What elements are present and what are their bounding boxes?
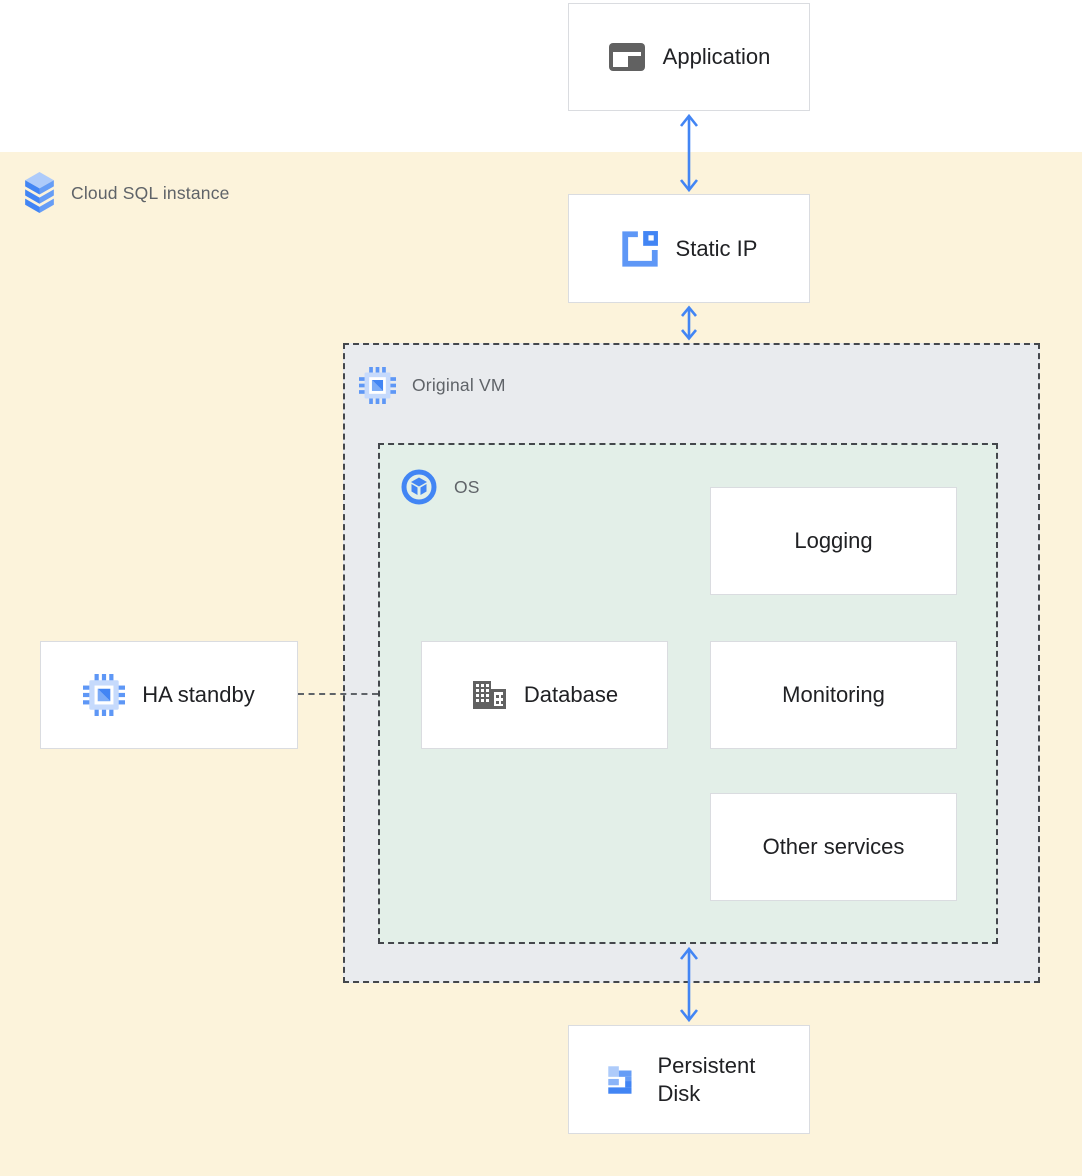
persistent-disk-node: Persistent Disk	[568, 1025, 810, 1134]
original-vm-label: Original VM	[359, 367, 506, 404]
other-services-label: Other services	[762, 834, 905, 859]
monitoring-label: Monitoring	[782, 682, 885, 707]
arrow-static-ip-vm	[677, 305, 701, 341]
dashed-link-ha-standby	[298, 693, 378, 695]
other-services-node: Other services	[710, 793, 957, 901]
database-node: Database	[421, 641, 668, 749]
static-ip-node: Static IP	[568, 194, 810, 303]
monitoring-node: Monitoring	[710, 641, 957, 749]
logging-node: Logging	[710, 487, 957, 595]
ha-standby-node: HA standby	[40, 641, 298, 749]
arrow-application-static-ip	[677, 113, 701, 193]
original-vm-text: Original VM	[412, 375, 506, 395]
cloud-sql-icon	[24, 172, 55, 214]
os-label: OS	[400, 468, 480, 506]
application-node: Application	[568, 3, 810, 111]
persistent-disk-icon	[603, 1061, 641, 1099]
static-ip-label: Static IP	[675, 235, 758, 261]
compute-engine-icon	[83, 674, 126, 716]
os-icon	[400, 468, 438, 506]
static-ip-icon	[621, 230, 659, 268]
database-label: Database	[523, 682, 619, 707]
os-zone-text: OS	[454, 476, 480, 497]
logging-label: Logging	[794, 528, 873, 553]
database-icon	[471, 679, 507, 711]
cloud-sql-zone-text: Cloud SQL instance	[71, 182, 230, 203]
ha-standby-label: HA standby	[142, 682, 255, 707]
arrow-os-persistent-disk	[677, 946, 701, 1023]
application-icon	[608, 42, 646, 72]
compute-engine-icon	[359, 367, 396, 404]
persistent-disk-label: Persistent Disk	[657, 1053, 756, 1106]
application-label: Application	[662, 44, 771, 69]
cloud-sql-zone-label: Cloud SQL instance	[24, 172, 230, 214]
